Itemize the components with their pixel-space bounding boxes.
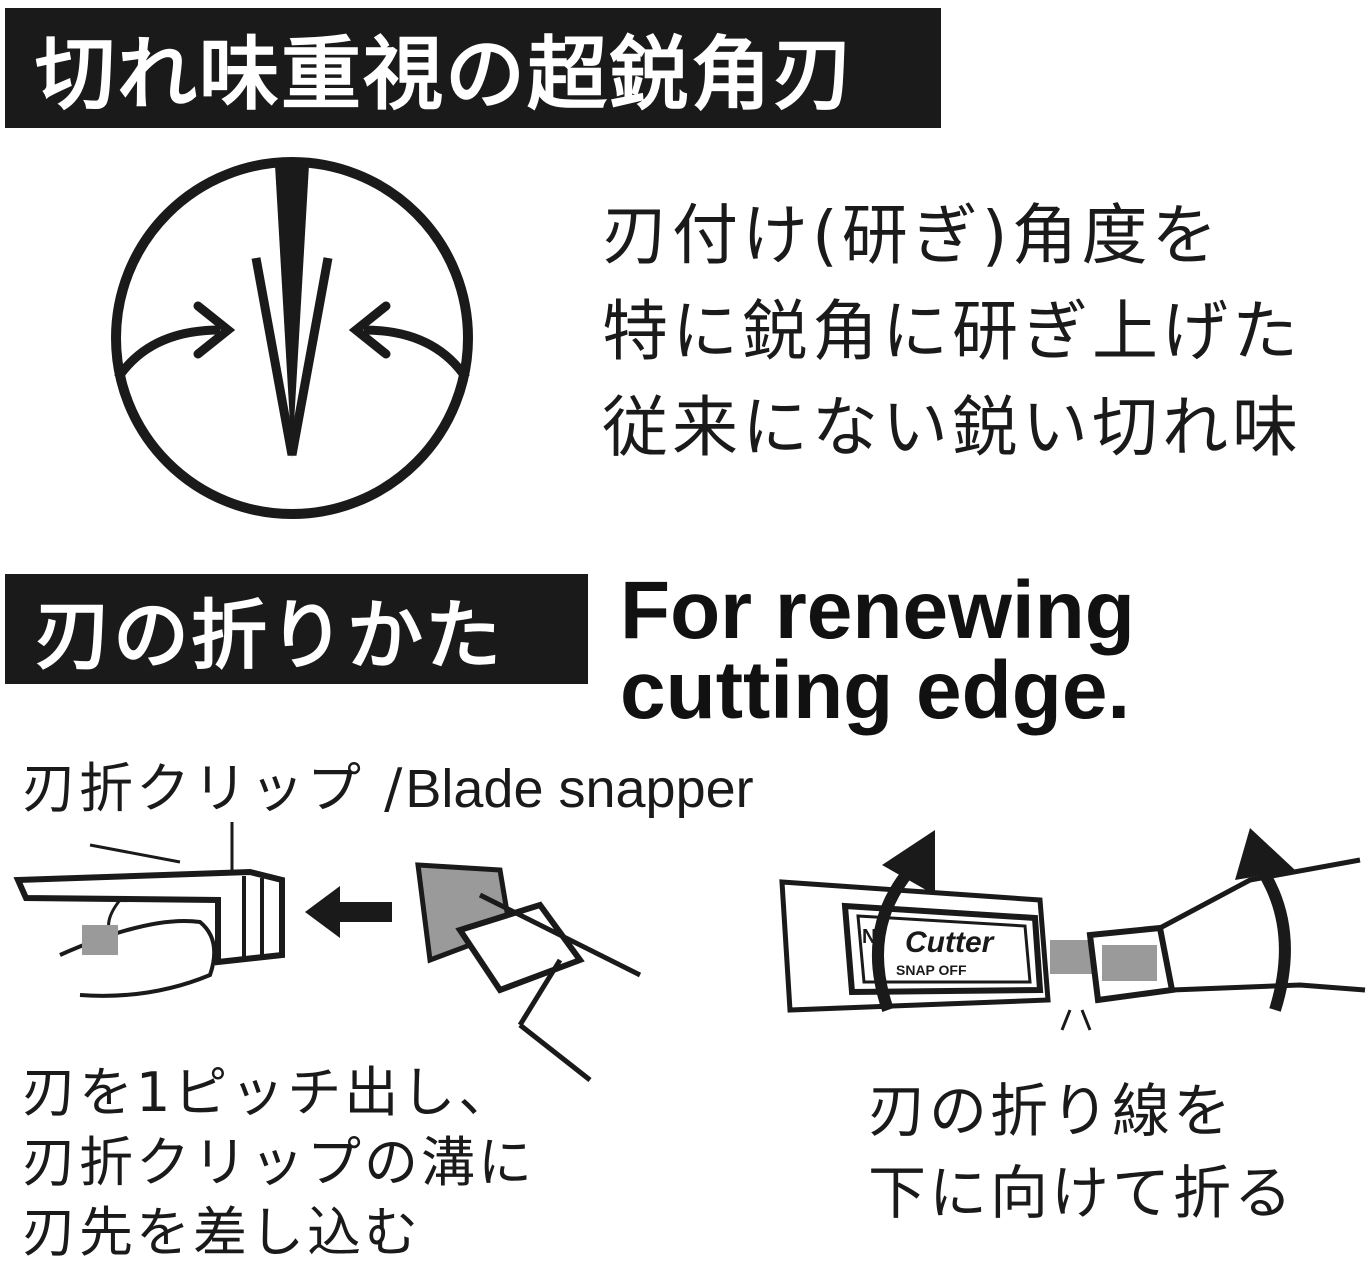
blade-snapper-label: 刃折クリップ /Blade snapper xyxy=(22,759,754,819)
step2-line-2: 下に向けて折る xyxy=(868,1159,1296,1227)
description-line-3: 従来にない鋭い切れ味 xyxy=(602,389,1302,466)
step1-line-1: 刃を1ピッチ出し、 xyxy=(22,1061,516,1124)
blade-brand: Cutter xyxy=(905,926,996,959)
blade-brand-prefix: N xyxy=(862,926,876,948)
step1-instructions: 刃を1ピッチ出し、 刃折クリップの溝に 刃先を差し込む xyxy=(22,1058,535,1268)
blade-snapper-label-en: Blade snapper xyxy=(405,759,754,819)
step1-line-2: 刃折クリップの溝に xyxy=(22,1131,535,1194)
heading-bar-sharp-blade: 切れ味重視の超鋭角刃 xyxy=(5,8,941,128)
step1-line-3: 刃先を差し込む xyxy=(22,1201,421,1264)
heading-blade-snapping: 刃の折りかた xyxy=(35,591,503,680)
blade-snapper-label-jp: 刃折クリップ / xyxy=(22,757,406,820)
step2-line-1: 刃の折り線を xyxy=(868,1077,1235,1145)
step2-instructions: 刃の折り線を 下に向けて折る xyxy=(868,1070,1295,1234)
sharp-blade-description: 刃付け(研ぎ)角度を 特に鋭角に研ぎ上げた 従来にない鋭い切れ味 xyxy=(602,188,1302,476)
heading-bar-blade-snapping: 刃の折りかた xyxy=(5,574,588,684)
description-line-2: 特に鋭角に研ぎ上げた xyxy=(602,293,1302,370)
heading-sharp-blade: 切れ味重視の超鋭角刃 xyxy=(35,28,855,121)
english-heading-line-1: For renewing xyxy=(620,565,1135,656)
description-line-1: 刃付け(研ぎ)角度を xyxy=(602,197,1222,274)
blade-subtext: SNAP OFF xyxy=(896,962,967,978)
english-heading-line-2: cutting edge. xyxy=(620,645,1131,736)
